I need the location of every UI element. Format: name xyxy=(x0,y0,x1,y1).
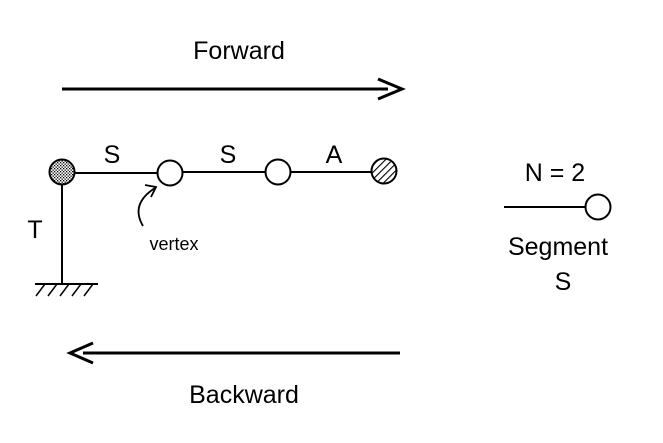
legend-n-label: N = 2 xyxy=(525,159,585,187)
end-effector-joint xyxy=(370,157,398,185)
legend-segment-label-line1: Segment xyxy=(508,233,608,261)
vertex-pointer-head xyxy=(144,184,158,198)
backward-arrow xyxy=(66,341,400,365)
base-joint xyxy=(48,158,76,186)
base-joint-label: T xyxy=(27,216,42,244)
forward-arrow xyxy=(62,77,406,101)
legend-segment-joint xyxy=(584,193,612,221)
vertex-label: vertex xyxy=(149,234,198,254)
vertex-joint-2 xyxy=(264,158,292,186)
vertex-pointer-arrow xyxy=(137,187,156,227)
backward-label: Backward xyxy=(189,381,299,409)
ground-hatch xyxy=(35,283,98,297)
segment-label-2: S xyxy=(220,141,237,169)
segment-label-3: A xyxy=(326,141,343,169)
segment-label-1: S xyxy=(104,141,121,169)
vertex-joint-1 xyxy=(156,159,184,187)
legend-segment-label-line2: S xyxy=(555,268,572,296)
forward-label: Forward xyxy=(193,37,285,65)
